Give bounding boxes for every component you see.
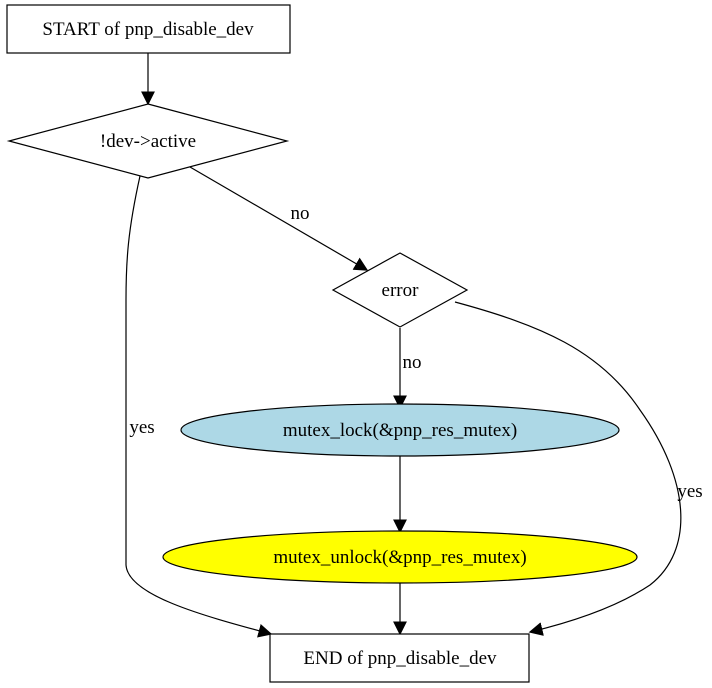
edge-error-to-end xyxy=(454,301,682,636)
edge-label-error-yes: yes xyxy=(677,481,702,502)
node-unlock-label: mutex_unlock(&pnp_res_mutex) xyxy=(273,547,526,568)
edge-check-to-error xyxy=(189,166,369,271)
node-unlock: mutex_unlock(&pnp_res_mutex) xyxy=(162,530,638,584)
edge-label-active-no: no xyxy=(291,203,310,224)
node-start: START of pnp_disable_dev xyxy=(6,4,291,54)
edge-label-error-no: no xyxy=(403,352,422,373)
node-check-active-label: !dev->active xyxy=(100,131,196,152)
node-end: END of pnp_disable_dev xyxy=(269,633,530,683)
node-error-label: error xyxy=(382,280,420,301)
node-start-box xyxy=(6,4,291,54)
edge-check-to-end xyxy=(125,175,273,638)
node-unlock-ellipse xyxy=(162,530,638,584)
node-lock: mutex_lock(&pnp_res_mutex) xyxy=(180,403,620,457)
node-lock-label: mutex_lock(&pnp_res_mutex) xyxy=(283,420,517,441)
node-error-diamond xyxy=(331,252,469,328)
node-error: error xyxy=(331,252,469,328)
node-start-label: START of pnp_disable_dev xyxy=(42,19,254,40)
node-end-box xyxy=(269,633,530,683)
node-check-active: !dev->active xyxy=(6,103,290,179)
node-check-active-diamond xyxy=(6,103,290,179)
node-end-label: END of pnp_disable_dev xyxy=(303,648,497,669)
edge-label-active-yes: yes xyxy=(129,417,154,438)
node-lock-ellipse xyxy=(180,403,620,457)
